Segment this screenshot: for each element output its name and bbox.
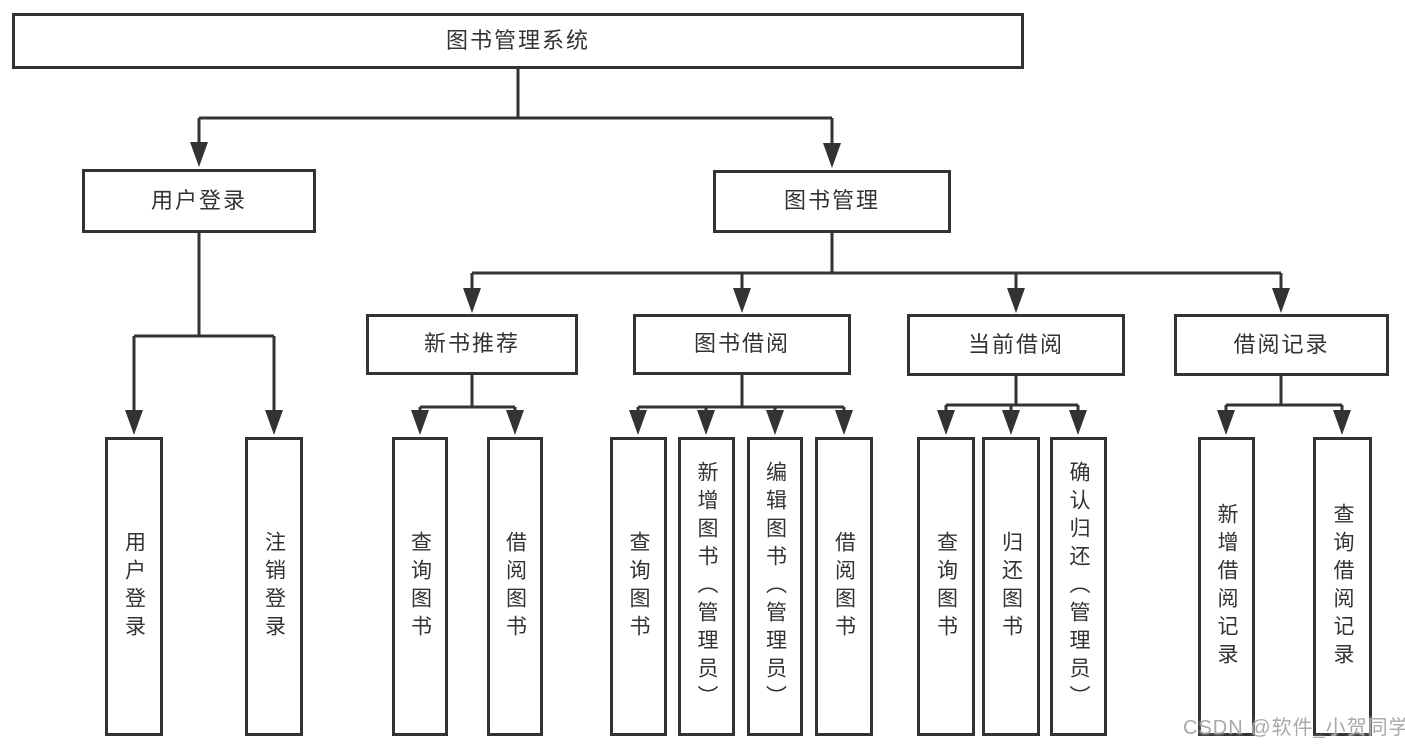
leaf-record-query-borrow-record: 查询借阅记录 xyxy=(1313,437,1372,736)
leaf-borrow-query-books: 查询图书 xyxy=(610,437,667,736)
node-library-management-system: 图书管理系统 xyxy=(12,13,1024,69)
leaf-current-confirm-return-admin: 确认归还（管理员） xyxy=(1050,437,1107,736)
node-book-borrow: 图书借阅 xyxy=(633,314,851,375)
leaf-user-login: 用户登录 xyxy=(105,437,163,736)
csdn-watermark: CSDN @软件_小贺同学 xyxy=(1183,717,1405,739)
leaf-logout: 注销登录 xyxy=(245,437,303,736)
leaf-current-return-books: 归还图书 xyxy=(982,437,1040,736)
leaf-borrow-add-books-admin: 新增图书（管理员） xyxy=(678,437,735,736)
node-borrow-record: 借阅记录 xyxy=(1174,314,1389,376)
leaf-borrow-borrow-books: 借阅图书 xyxy=(815,437,873,736)
leaf-record-add-borrow-record: 新增借阅记录 xyxy=(1198,437,1255,736)
node-current-borrow: 当前借阅 xyxy=(907,314,1125,376)
leaf-current-query-books: 查询图书 xyxy=(917,437,975,736)
leaf-newbook-query-books: 查询图书 xyxy=(392,437,448,736)
arrowhead-icons xyxy=(125,142,1351,435)
leaf-newbook-borrow-books: 借阅图书 xyxy=(487,437,543,736)
node-new-book-recommend: 新书推荐 xyxy=(366,314,578,375)
node-book-management: 图书管理 xyxy=(713,170,951,233)
node-user-login: 用户登录 xyxy=(82,169,316,233)
leaf-borrow-edit-books-admin: 编辑图书（管理员） xyxy=(747,437,803,736)
